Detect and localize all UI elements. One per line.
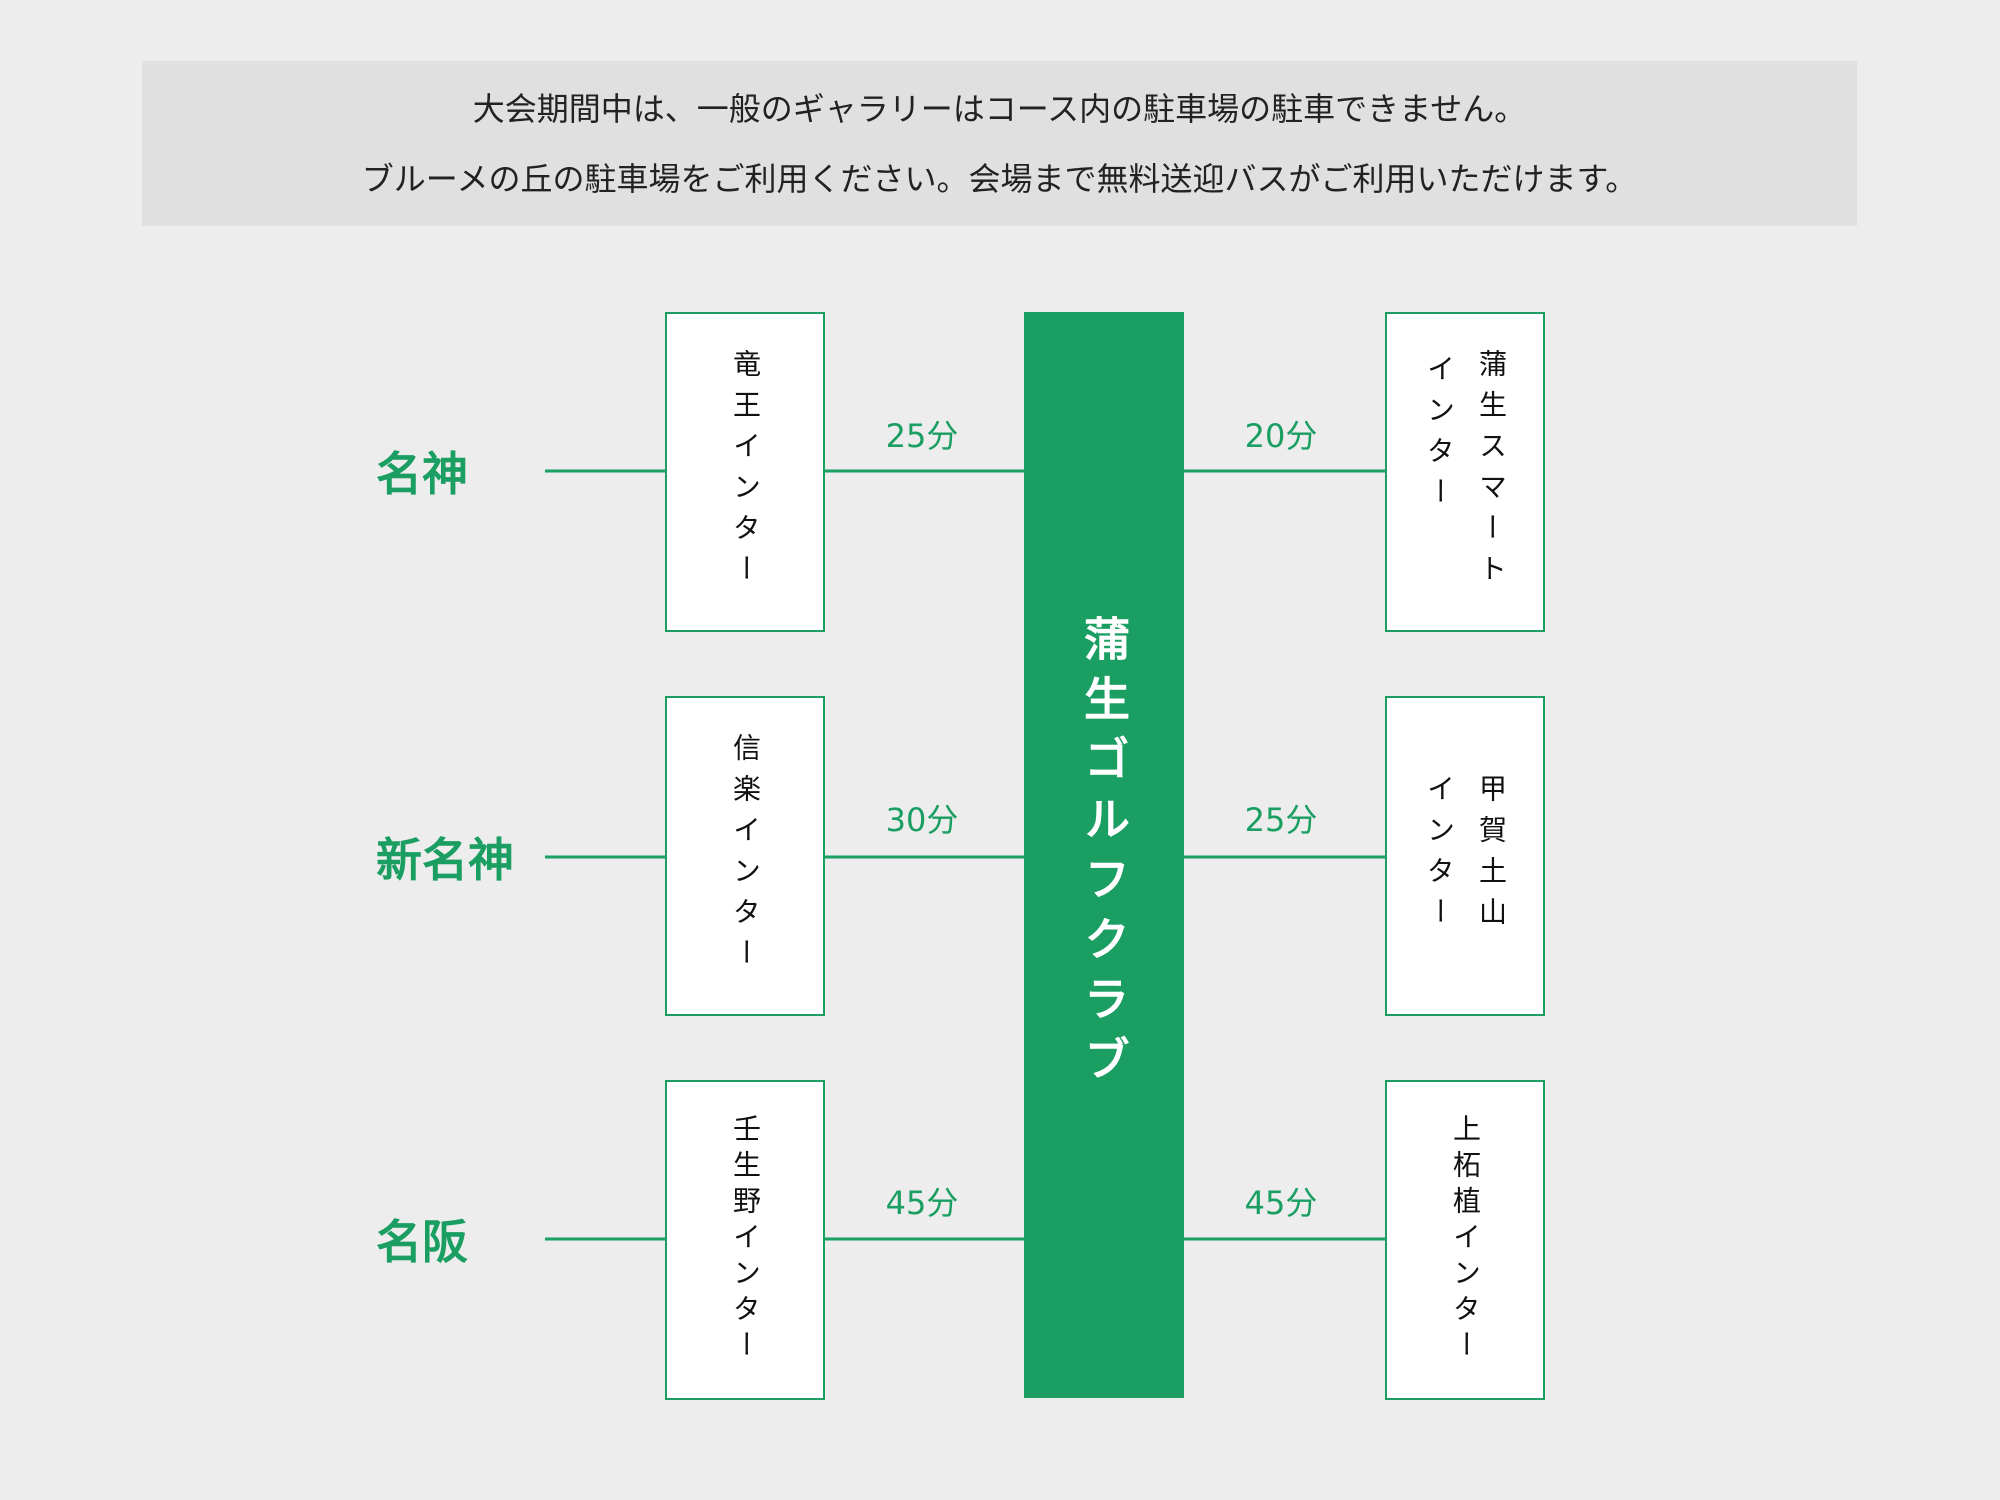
- connector-line: [823, 855, 1024, 859]
- interchange-name: 信楽インター: [729, 733, 762, 979]
- destination-bar: 蒲生ゴルフクラブ: [1024, 312, 1184, 1398]
- expressway-label-meihan: 名阪: [376, 1215, 468, 1269]
- interchange-box-ryuo: 竜王インター: [665, 312, 825, 632]
- connector-line: [545, 1237, 665, 1241]
- interchange-box-mibuno: 壬生野インター: [665, 1080, 825, 1400]
- connector-line: [545, 855, 665, 859]
- travel-time: 25分: [885, 417, 959, 455]
- connector-line: [1184, 1237, 1385, 1241]
- travel-time: 20分: [1244, 417, 1318, 455]
- interchange-name: 甲賀土山: [1475, 774, 1508, 938]
- interchange-box-gamo-smart: 蒲生スマート インター: [1385, 312, 1545, 632]
- interchange-name: 蒲生スマート: [1475, 349, 1508, 595]
- interchange-name: 壬生野インター: [729, 1114, 762, 1366]
- parking-notice: 大会期間中は、一般のギャラリーはコース内の駐車場の駐車できません。 ブルーメの丘…: [142, 61, 1857, 226]
- travel-time: 25分: [1244, 801, 1318, 839]
- travel-time: 30分: [885, 801, 959, 839]
- notice-line-1: 大会期間中は、一般のギャラリーはコース内の駐車場の駐車できません。: [472, 89, 1527, 128]
- travel-time: 45分: [1244, 1184, 1318, 1222]
- connector-line: [1184, 855, 1385, 859]
- destination-name: 蒲生ゴルフクラブ: [1077, 615, 1131, 1095]
- expressway-label-shin-meishin: 新名神: [376, 833, 514, 887]
- expressway-label-meishin: 名神: [376, 447, 468, 501]
- travel-time: 45分: [885, 1184, 959, 1222]
- interchange-name: 上柘植インター: [1449, 1114, 1482, 1366]
- notice-line-2: ブルーメの丘の駐車場をご利用ください。会場まで無料送迎バスがご利用いただけます。: [361, 159, 1638, 198]
- connector-line: [1184, 469, 1385, 473]
- interchange-box-kamitsuge: 上柘植インター: [1385, 1080, 1545, 1400]
- interchange-box-koka-tsuchiyama: 甲賀土山 インター: [1385, 696, 1545, 1016]
- interchange-name: 竜王インター: [729, 349, 762, 595]
- connector-line: [823, 469, 1024, 473]
- connector-line: [823, 1237, 1024, 1241]
- interchange-box-shigaraki: 信楽インター: [665, 696, 825, 1016]
- interchange-name: インター: [1423, 774, 1456, 938]
- connector-line: [545, 469, 665, 473]
- interchange-name: インター: [1423, 354, 1456, 518]
